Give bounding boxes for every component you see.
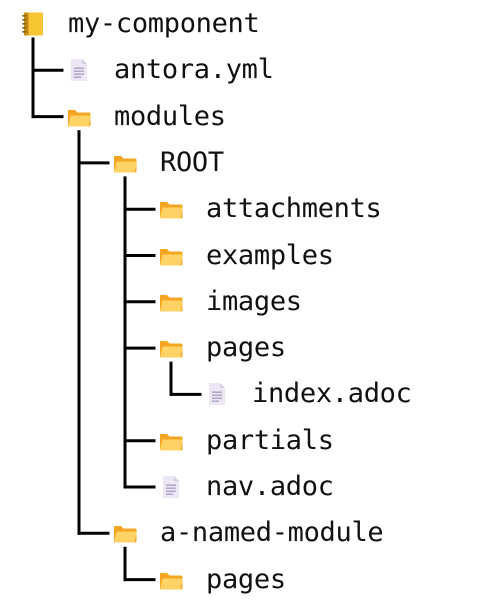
folder-icon xyxy=(158,567,184,593)
tree-node[interactable]: modules xyxy=(66,97,226,137)
tree-node[interactable]: my-component xyxy=(20,4,260,44)
tree-node-label: my-component xyxy=(68,8,260,39)
tree-node-label: examples xyxy=(206,239,334,271)
folder-icon xyxy=(158,335,184,361)
tree-connector-lines xyxy=(31,37,202,582)
folder-icon xyxy=(66,104,92,130)
tree-node-label: pages xyxy=(206,332,286,364)
folder-icon xyxy=(158,428,184,454)
file-icon xyxy=(158,474,184,500)
tree-node-label: antora.yml xyxy=(114,54,274,86)
folder-icon xyxy=(158,289,184,315)
tree-node-label: a-named-module xyxy=(160,517,384,549)
file-icon xyxy=(66,57,92,83)
tree-node[interactable]: pages xyxy=(158,560,286,600)
tree-node[interactable]: ROOT xyxy=(112,143,224,183)
notebook-icon xyxy=(20,11,46,37)
tree-node-label: images xyxy=(206,285,302,317)
folder-icon xyxy=(112,150,138,176)
tree-node[interactable]: partials xyxy=(158,421,334,461)
tree-node-label: ROOT xyxy=(160,146,224,178)
tree-node[interactable]: attachments xyxy=(158,189,382,229)
tree-node-label: pages xyxy=(206,563,286,595)
tree-node-label: index.adoc xyxy=(252,378,412,410)
tree-node[interactable]: examples xyxy=(158,236,334,276)
tree-node-label: attachments xyxy=(206,193,382,225)
folder-icon xyxy=(112,520,138,546)
file-icon xyxy=(204,381,230,407)
tree-node-label: partials xyxy=(206,424,334,456)
file-tree: my-component antora.yml modules ROOT att… xyxy=(20,4,412,595)
tree-node-label: nav.adoc xyxy=(206,471,334,502)
tree-node[interactable]: index.adoc xyxy=(204,374,412,414)
tree-node[interactable]: antora.yml xyxy=(66,50,274,90)
folder-icon xyxy=(158,243,184,269)
tree-node[interactable]: images xyxy=(158,282,302,322)
tree-node-label: modules xyxy=(114,100,226,132)
tree-node[interactable]: a-named-module xyxy=(112,513,384,553)
tree-node[interactable]: nav.adoc xyxy=(158,467,334,507)
folder-icon xyxy=(158,196,184,222)
tree-node[interactable]: pages xyxy=(158,328,286,368)
